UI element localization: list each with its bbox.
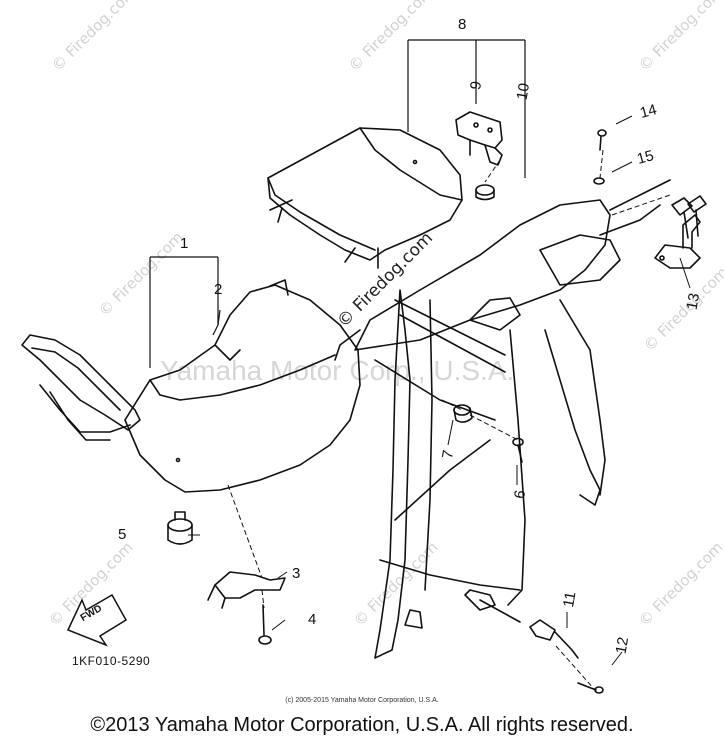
collar-7 — [453, 404, 473, 423]
callout-11: 11 — [560, 590, 580, 609]
leader-13b — [679, 257, 691, 289]
seat-lock-13 — [654, 195, 707, 269]
callout-8: 8 — [458, 16, 467, 33]
leader-3 — [227, 484, 263, 579]
callout-12: 12 — [612, 635, 633, 656]
lock-cable-11 — [479, 599, 579, 659]
leader-4 — [261, 589, 265, 609]
leader-7a — [441, 399, 463, 411]
leader-14 — [615, 115, 633, 125]
leader-7 — [447, 419, 454, 446]
grab-rail — [21, 334, 141, 441]
group-1-bracket — [149, 256, 219, 368]
bolt-4 — [258, 604, 272, 645]
watermark-yamaha: Yamaha Motor Corp., U.S.A. — [160, 355, 515, 386]
rear-seat — [267, 127, 463, 269]
frame — [334, 179, 671, 659]
diagram-part-number: 1KF010-5290 — [72, 654, 151, 668]
leader-3b — [277, 571, 288, 579]
leader-15b — [611, 161, 633, 173]
leader-6 — [469, 414, 519, 441]
callout-15: 15 — [635, 147, 656, 168]
callout-4: 4 — [308, 611, 317, 628]
leader-15 — [599, 149, 604, 179]
callout-2: 2 — [214, 281, 223, 298]
fwd-arrow-icon — [66, 593, 128, 647]
callout-13: 13 — [683, 291, 704, 312]
callout-1: 1 — [180, 235, 189, 252]
callout-3: 3 — [292, 565, 301, 582]
bracket-3 — [207, 571, 286, 609]
bracket-9 — [455, 111, 503, 166]
copyright-notice: ©2013 Yamaha Motor Corporation, U.S.A. A… — [90, 714, 634, 736]
damper-5 — [167, 511, 193, 545]
leader-10 — [484, 159, 501, 183]
leader-4b — [271, 619, 286, 631]
group-8-bracket — [407, 39, 526, 178]
callout-5: 5 — [118, 526, 127, 543]
bolt-6 — [512, 437, 524, 463]
leader-12 — [555, 645, 596, 691]
front-seat — [124, 279, 361, 493]
washer-15 — [593, 177, 605, 185]
leader-13 — [611, 194, 671, 216]
callout-14: 14 — [638, 101, 659, 122]
leader-2 — [212, 309, 221, 336]
bolt-14 — [597, 129, 607, 151]
callout-10: 10 — [513, 81, 534, 102]
small-copyright: (c) 2005-2015 Yamaha Motor Corporation, … — [285, 697, 439, 704]
grommet-10 — [475, 184, 495, 201]
leader-12b — [611, 651, 623, 666]
